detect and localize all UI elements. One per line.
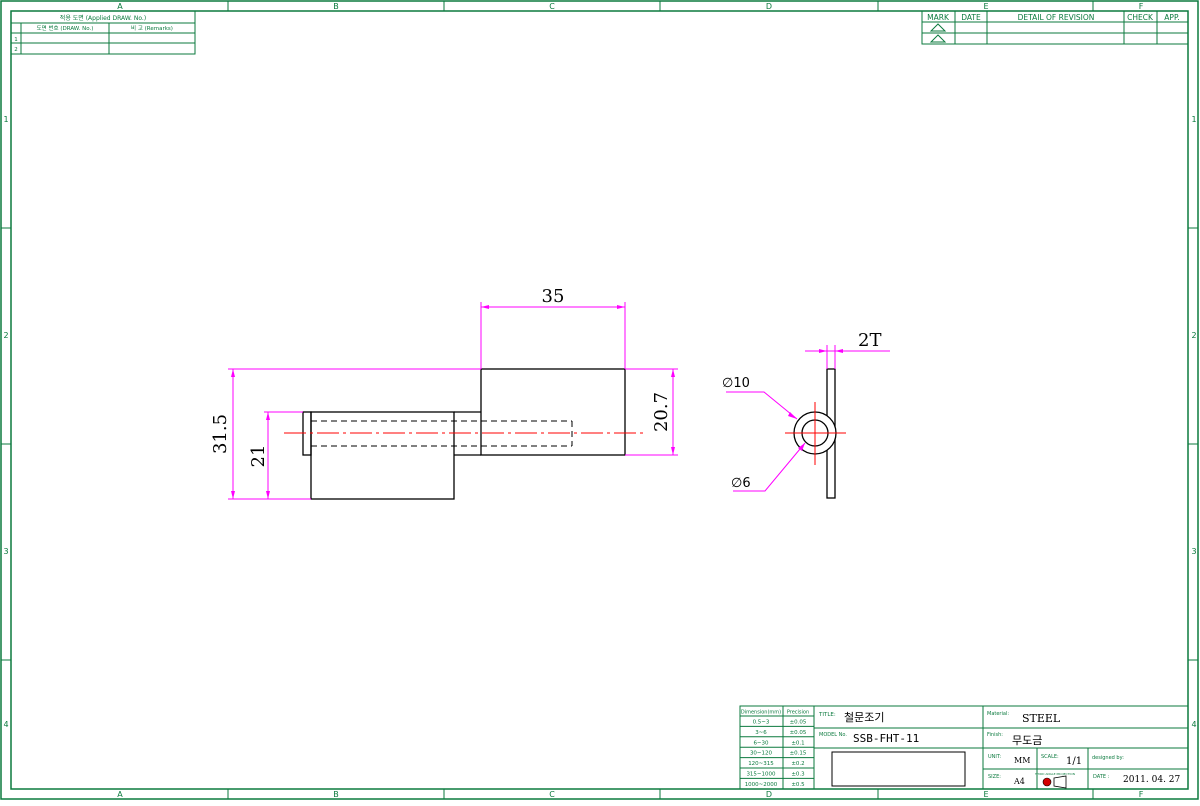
zone-row-label: 3 — [1191, 547, 1196, 556]
tolerance-rows: 0.5~3 ±0.05 3~6 ±0.05 6~30 ±0.1 30~120 ±… — [745, 720, 807, 788]
third-angle-projection-icon — [1042, 775, 1067, 789]
revision-table: MARK DATE DETAIL OF REVISION CHECK APP. — [921, 10, 1189, 45]
dim-diameter-6: ∅6 — [731, 476, 751, 491]
tol-header-dim: Dimension(mm) — [741, 710, 781, 716]
date-value: 2011. 04. 27 — [1123, 775, 1181, 785]
tol-value: ±0.1 — [791, 740, 804, 746]
zone-col-label: F — [1139, 2, 1144, 11]
part-outline — [302, 368, 626, 500]
title-block: TITLE: 철문조기 MODEL No. SSB-FHT-11 Materia… — [813, 705, 1189, 790]
tol-range: 120~315 — [748, 761, 774, 767]
material-label: Material: — [987, 711, 1009, 717]
zone-row-label: 2 — [3, 331, 8, 340]
applied-col-draw: 도면 번호 (DRAW. No.) — [37, 24, 94, 32]
tol-range: 3~6 — [755, 730, 767, 736]
projection-text: THIRD ANGLE PROJECTION — [1034, 772, 1075, 776]
revision-triangle-icon — [929, 34, 947, 43]
zone-row-label: 3 — [3, 547, 8, 556]
dim-thickness-2t: 2T — [858, 330, 881, 351]
finish-label: Finish: — [987, 732, 1003, 738]
tolerance-table: Dimension(mm) Precision 0.5~3 ±0.05 3~6 … — [739, 705, 815, 790]
tol-range: 30~120 — [750, 751, 773, 757]
tol-range: 315~1000 — [746, 772, 776, 778]
zone-row-label: 1 — [1191, 115, 1196, 124]
zone-col-label: C — [549, 790, 555, 799]
tol-value: ±0.5 — [791, 782, 805, 788]
inner-border — [10, 10, 1189, 790]
zone-col-label: A — [117, 790, 123, 799]
zone-col-label: F — [1139, 790, 1144, 799]
model-value: SSB-FHT-11 — [853, 732, 919, 745]
zone-row-label: 4 — [1191, 720, 1196, 729]
zone-col-label: A — [117, 2, 123, 11]
revision-col-date: DATE — [961, 13, 981, 22]
tol-range: 1000~2000 — [745, 782, 778, 788]
revision-triangle-icon — [929, 23, 947, 32]
zone-col-label: E — [983, 790, 988, 799]
drawing-number-box — [831, 751, 966, 787]
zone-col-label: C — [549, 2, 555, 11]
front-dimensions — [228, 302, 678, 500]
zone-col-label: D — [766, 2, 772, 11]
side-view — [785, 368, 846, 499]
zone-col-label: E — [983, 2, 988, 11]
hidden-lines — [311, 420, 573, 447]
zone-labels: A B C D E F A B C D E F 1 2 3 4 1 2 3 4 — [3, 2, 1196, 799]
date-label: DATE : — [1093, 774, 1110, 780]
unit-value: MM — [1014, 756, 1030, 765]
tol-header-prec: Precision — [787, 710, 809, 716]
applied-col-remarks: 비 고 (Remarks) — [131, 24, 173, 32]
title-label: TITLE: — [818, 712, 836, 718]
hinge-leaf-left — [310, 411, 455, 500]
zone-row-label: 2 — [1191, 331, 1196, 340]
tol-value: ±0.3 — [791, 772, 805, 778]
hinge-leaf-right — [480, 368, 626, 456]
applied-row-number: 1 — [14, 37, 18, 43]
side-dimensions — [726, 345, 890, 492]
tol-value: ±0.2 — [791, 761, 804, 767]
dim-length-35: 35 — [542, 286, 565, 307]
front-view — [284, 368, 645, 500]
tol-value: ±0.15 — [790, 751, 807, 757]
size-label: SIZE: — [988, 774, 1001, 780]
dim-height-20-7: 20.7 — [651, 392, 672, 432]
zone-row-label: 4 — [3, 720, 8, 729]
applied-table-header: 적용 도면 (Applied DRAW. No.) — [60, 14, 146, 22]
revision-col-detail: DETAIL OF REVISION — [1018, 13, 1095, 22]
revision-col-mark: MARK — [927, 13, 950, 22]
zone-col-label: D — [766, 790, 772, 799]
revision-col-app: APP. — [1164, 13, 1179, 22]
dim-height-31-5: 31.5 — [210, 414, 231, 454]
zone-row-label: 1 — [3, 115, 8, 124]
scale-label: SCALE: — [1041, 754, 1059, 760]
tol-value: ±0.05 — [790, 720, 807, 726]
tol-range: 0.5~3 — [753, 720, 770, 726]
scale-value: 1/1 — [1066, 756, 1082, 767]
finish-value: 무도금 — [1012, 734, 1042, 747]
dim-diameter-10: ∅10 — [722, 376, 750, 391]
size-value: A4 — [1013, 777, 1025, 786]
applied-row-number: 2 — [14, 47, 18, 53]
tol-value: ±0.05 — [790, 730, 807, 736]
tol-range: 6~30 — [753, 740, 769, 746]
model-label: MODEL No. — [819, 732, 847, 738]
applied-drawing-table: 적용 도면 (Applied DRAW. No.) 도면 번호 (DRAW. N… — [10, 10, 196, 55]
zone-col-label: B — [333, 2, 339, 11]
unit-label: UNIT: — [988, 754, 1001, 760]
material-value: STEEL — [1022, 712, 1061, 725]
designed-label: designed by: — [1092, 755, 1124, 761]
zone-col-label: B — [333, 790, 339, 799]
title-value: 철문조기 — [844, 711, 884, 724]
revision-col-check: CHECK — [1127, 13, 1154, 22]
dim-height-21: 21 — [248, 445, 269, 468]
